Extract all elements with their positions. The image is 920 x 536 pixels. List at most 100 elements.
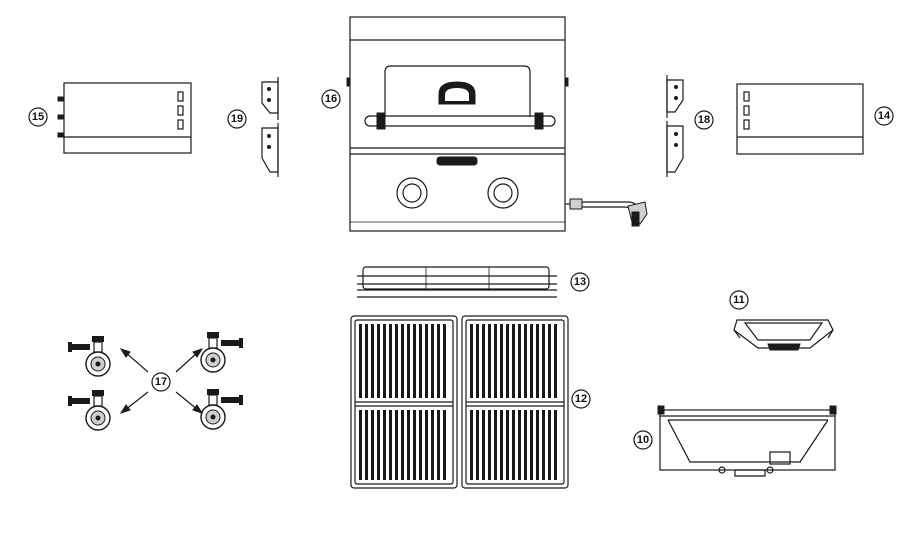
grate-bar — [542, 324, 545, 398]
caster-wheel — [200, 389, 243, 430]
grate-bar — [431, 324, 434, 398]
right-side-panel — [736, 83, 864, 155]
caster-wheel — [68, 390, 111, 431]
grate-bars-left — [359, 324, 446, 480]
grate-bar — [395, 324, 398, 398]
grate-bar — [494, 324, 497, 398]
grate-bars-right — [470, 324, 557, 480]
grate-bar — [395, 410, 398, 480]
grate-bar — [554, 410, 557, 480]
grate-bar — [476, 410, 479, 480]
grate-bar — [365, 324, 368, 398]
grate-bar — [518, 410, 521, 480]
grate-bar — [371, 410, 374, 480]
grate-bar — [419, 324, 422, 398]
callout-11-label: 11 — [733, 294, 745, 306]
callout-14: 14 — [874, 106, 894, 126]
grate-bar — [377, 324, 380, 398]
grate-bar — [383, 410, 386, 480]
gas-regulator-hose — [565, 198, 648, 227]
cooking-grate-left — [350, 315, 458, 489]
caster-arrows — [119, 348, 204, 414]
grate-bar — [548, 410, 551, 480]
casters — [68, 332, 243, 431]
grate-bar — [506, 324, 509, 398]
caster-wheel — [68, 336, 111, 377]
grate-bar — [512, 410, 515, 480]
grate-bar — [470, 324, 473, 398]
grate-bar — [437, 410, 440, 480]
grate-bar — [524, 410, 527, 480]
grate-bar — [365, 410, 368, 480]
callout-15: 15 — [28, 107, 48, 127]
grate-bar — [413, 324, 416, 398]
callout-13: 13 — [570, 272, 590, 292]
grate-bar — [443, 410, 446, 480]
grate-bar — [554, 324, 557, 398]
callout-12: 12 — [571, 389, 591, 409]
right-mounting-brackets — [666, 75, 684, 177]
caster-wheel — [200, 332, 243, 373]
grate-bar — [548, 324, 551, 398]
grate-bar — [536, 324, 539, 398]
callout-10: 10 — [633, 430, 653, 450]
cooking-grate-right — [461, 315, 569, 489]
grate-bar — [542, 410, 545, 480]
grate-bar — [407, 324, 410, 398]
grate-bar — [530, 324, 533, 398]
grease-tray-holder — [657, 405, 837, 477]
grate-bar — [500, 324, 503, 398]
callout-19: 19 — [227, 109, 247, 129]
grate-bar — [383, 324, 386, 398]
warming-rack — [357, 266, 557, 298]
grate-bar — [419, 410, 422, 480]
grate-bar — [407, 410, 410, 480]
callout-12-label: 12 — [575, 393, 587, 405]
grate-bar — [359, 410, 362, 480]
grate-bar — [401, 410, 404, 480]
grate-bar — [389, 410, 392, 480]
grate-bar — [482, 410, 485, 480]
callout-17-label: 17 — [155, 376, 167, 388]
callout-18-label: 18 — [698, 114, 710, 126]
grate-bar — [413, 410, 416, 480]
grate-bar — [488, 324, 491, 398]
grate-bar — [443, 324, 446, 398]
grate-bar — [512, 324, 515, 398]
grate-bar — [425, 324, 428, 398]
grate-bar — [488, 410, 491, 480]
callout-15-label: 15 — [32, 111, 44, 123]
grate-bar — [389, 324, 392, 398]
callout-17: 17 — [151, 372, 171, 392]
callout-18: 18 — [694, 110, 714, 130]
grate-bar — [518, 324, 521, 398]
grate-bar — [524, 324, 527, 398]
left-mounting-brackets — [261, 77, 279, 177]
callout-16: 16 — [321, 89, 341, 109]
grate-bar — [482, 324, 485, 398]
callout-13-label: 13 — [574, 276, 586, 288]
grate-bar — [377, 410, 380, 480]
grate-bar — [494, 410, 497, 480]
grate-bar — [425, 410, 428, 480]
grate-bar — [506, 410, 509, 480]
grate-bar — [500, 410, 503, 480]
grate-bar — [536, 410, 539, 480]
grate-bar — [476, 324, 479, 398]
grate-bar — [401, 324, 404, 398]
left-side-panel — [57, 82, 192, 154]
callout-16-label: 16 — [325, 93, 337, 105]
grate-bar — [470, 410, 473, 480]
grate-bar — [530, 410, 533, 480]
grate-bar — [431, 410, 434, 480]
callout-19-label: 19 — [231, 113, 243, 125]
grease-tray — [733, 319, 834, 351]
callout-14-label: 14 — [878, 110, 891, 122]
grate-bar — [371, 324, 374, 398]
callout-11: 11 — [729, 290, 749, 310]
grill-head-assembly — [346, 16, 569, 232]
grate-bar — [359, 324, 362, 398]
callout-10-label: 10 — [637, 434, 649, 446]
grate-bar — [437, 324, 440, 398]
